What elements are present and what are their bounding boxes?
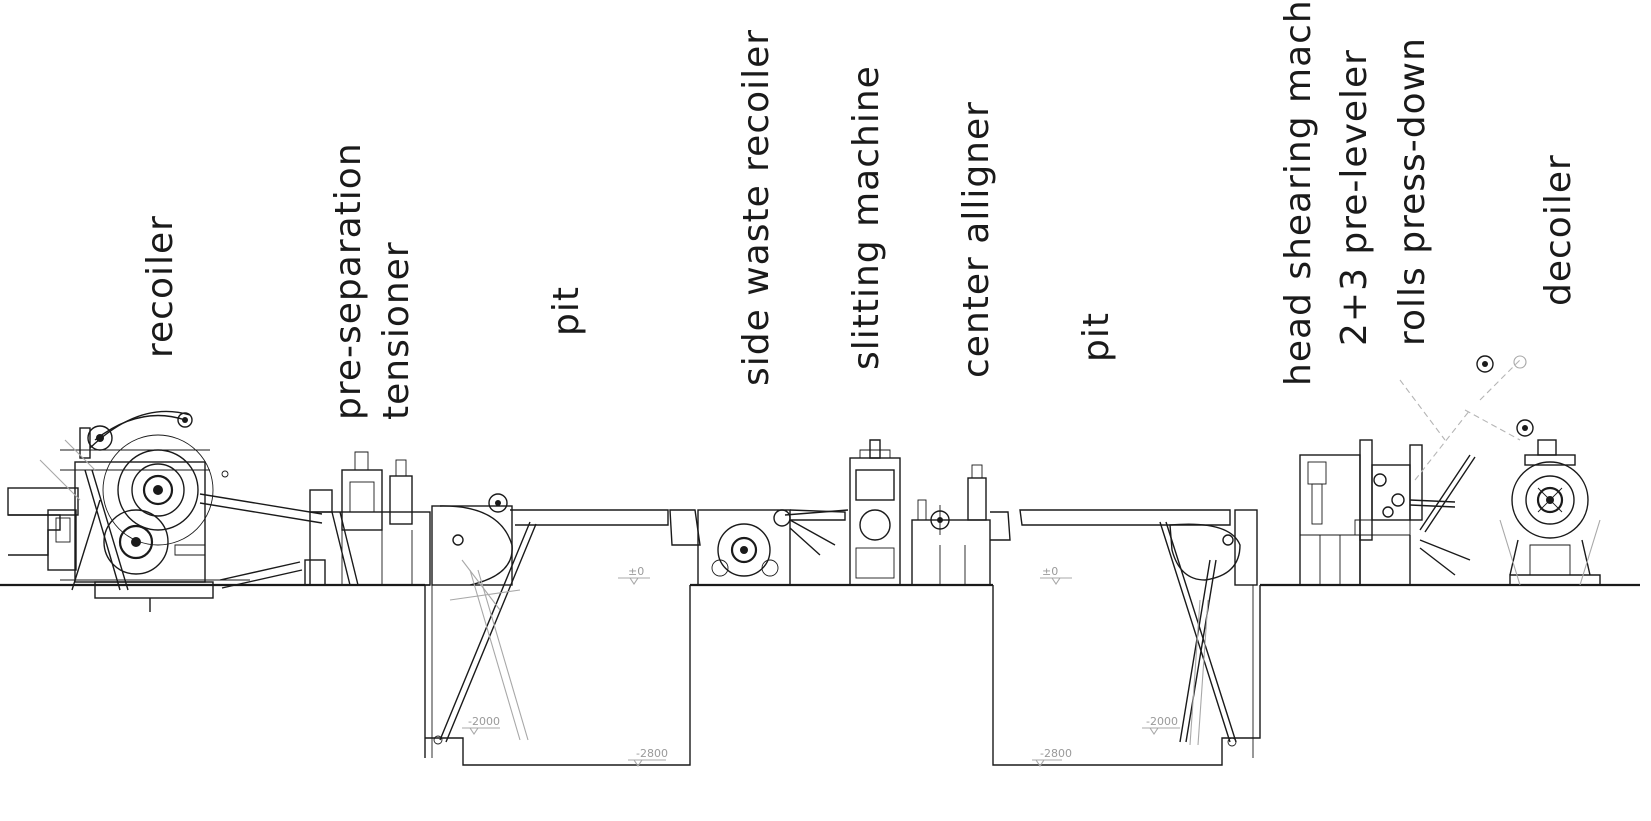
elev-floor-right: ±0 bbox=[1040, 565, 1072, 585]
side-waste-recoiler-machine bbox=[669, 509, 849, 586]
label-head-shearing: head shearing machine 2+3 pre-leveler ro… bbox=[1278, 0, 1433, 386]
elev-pit-left-bottom-text: -2800 bbox=[636, 747, 668, 760]
label-recoiler-line-1: recoiler bbox=[140, 215, 181, 358]
label-tensioner-line-1: pre-separation bbox=[328, 142, 369, 420]
label-head-shearing-line-1: head shearing machine bbox=[1278, 0, 1319, 386]
label-pit-right-line-1: pit bbox=[1076, 312, 1117, 362]
elev-floor-left: ±0 bbox=[618, 565, 650, 585]
label-tensioner-line-2: tensioner bbox=[376, 241, 417, 420]
elev-pit-right-bottom: -2800 bbox=[1032, 747, 1072, 767]
label-side-waste-recoiler: side waste recoiler bbox=[736, 29, 777, 386]
label-side-waste-recoiler-line-1: side waste recoiler bbox=[736, 29, 777, 386]
center-alligner-machine bbox=[911, 464, 1011, 586]
left-pit-looper bbox=[431, 493, 669, 745]
elev-pit-right-bottom-text: -2800 bbox=[1040, 747, 1072, 760]
label-pit-right: pit bbox=[1076, 312, 1117, 362]
elev-pit-left-arm-text: -2000 bbox=[468, 715, 500, 728]
elevation-markers: ±0 ±0 -2000 -2800 -2000 -2800 bbox=[462, 565, 1180, 767]
elev-floor-right-text: ±0 bbox=[1042, 565, 1058, 578]
label-head-shearing-line-2: 2+3 pre-leveler bbox=[1334, 49, 1375, 346]
elev-pit-right-arm-text: -2000 bbox=[1146, 715, 1178, 728]
elev-floor-left-text: ±0 bbox=[628, 565, 644, 578]
label-slitting-machine-line-1: slitting machine bbox=[846, 65, 887, 370]
label-head-shearing-line-3: rolls press-down bbox=[1392, 37, 1433, 346]
label-pit-left-line-1: pit bbox=[546, 286, 587, 336]
right-pit-looper bbox=[1019, 509, 1258, 747]
label-pit-left: pit bbox=[546, 286, 587, 336]
elev-pit-left-bottom: -2800 bbox=[628, 747, 668, 767]
label-center-alligner-line-1: center alligner bbox=[956, 101, 997, 378]
label-slitting-machine: slitting machine bbox=[846, 65, 887, 370]
elev-pit-right-arm: -2000 bbox=[1142, 715, 1180, 735]
label-decoiler-line-1: decoiler bbox=[1538, 154, 1579, 306]
tensioner-machine bbox=[304, 451, 431, 586]
label-tensioner: pre-separation tensioner bbox=[328, 142, 417, 420]
recoiler-machine bbox=[7, 410, 323, 612]
pit-left-outline bbox=[424, 585, 691, 766]
decoiler-machine bbox=[1499, 419, 1601, 586]
label-center-alligner: center alligner bbox=[956, 101, 997, 378]
head-shearing-machine bbox=[1299, 355, 1527, 586]
decoiler-coil bbox=[1511, 461, 1589, 539]
label-decoiler: decoiler bbox=[1538, 154, 1579, 306]
label-recoiler: recoiler bbox=[140, 215, 181, 358]
pit-right-outline bbox=[992, 585, 1261, 766]
elev-pit-left-arm: -2000 bbox=[462, 715, 500, 735]
slitting-machine-body bbox=[845, 439, 905, 586]
floor-and-pits bbox=[0, 583, 1640, 766]
